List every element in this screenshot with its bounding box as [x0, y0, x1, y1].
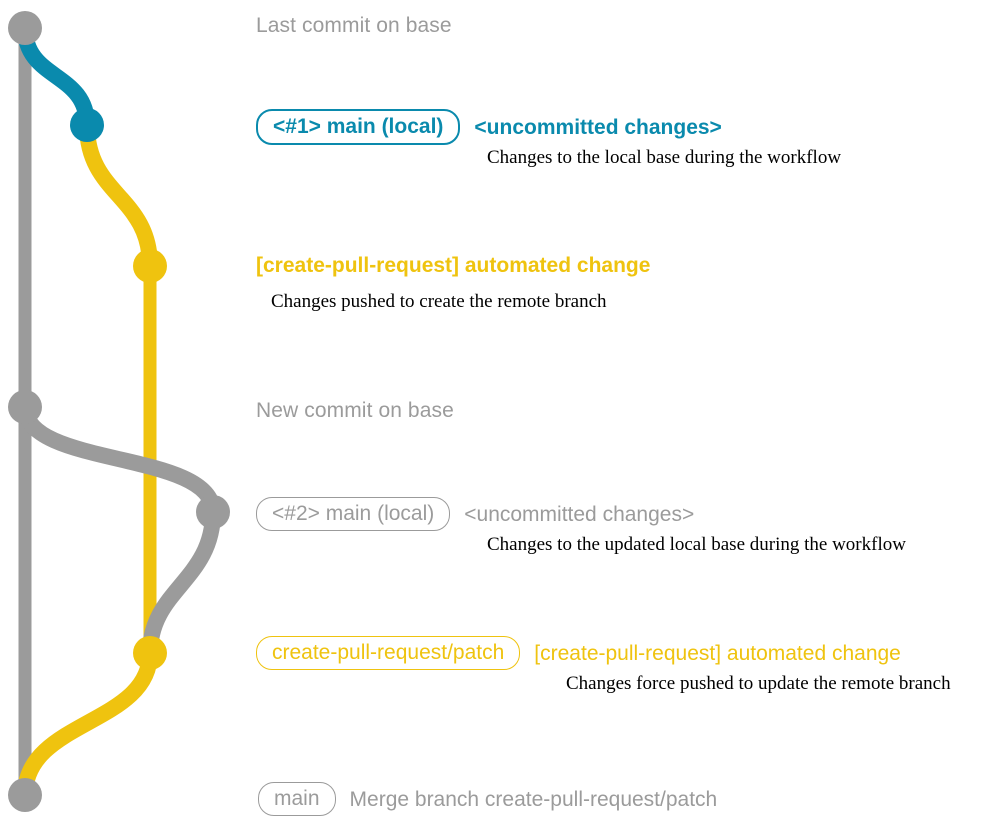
- note-main-local-1: Changes to the local base during the wor…: [487, 147, 842, 168]
- ref-badge-main[interactable]: main: [258, 782, 336, 816]
- commit-node-last-commit-on-base: [8, 11, 42, 45]
- row-main-local-1: <#1> main (local) <uncommitted changes>: [256, 109, 722, 145]
- note-patch-branch: Changes force pushed to update the remot…: [566, 673, 951, 694]
- commit-node-automated-change-1: [133, 249, 167, 283]
- commit-subject-main-local-1: <uncommitted changes>: [474, 115, 722, 139]
- note-automated-change-1: Changes pushed to create the remote bran…: [271, 291, 607, 312]
- ref-badge-main-local-1[interactable]: <#1> main (local): [256, 109, 461, 145]
- commit-subject-patch-branch: [create-pull-request] automated change: [534, 641, 901, 665]
- base-update-edge: [17, 399, 221, 520]
- local-branch-edge: [17, 20, 95, 133]
- git-branch-graph: [8, 11, 230, 812]
- commit-subject-main-local-2: <uncommitted changes>: [464, 502, 695, 526]
- commit-node-main-local-2: [196, 495, 230, 529]
- row-merge-commit: main Merge branch create-pull-request/pa…: [258, 782, 717, 816]
- ref-badge-main-local-2[interactable]: <#2> main (local): [256, 497, 451, 531]
- commit-subject-new-commit-on-base: New commit on base: [256, 399, 454, 422]
- local-to-patch-edge: [142, 504, 221, 661]
- commit-subject-last-commit-on-base: Last commit on base: [256, 14, 452, 37]
- ref-badge-create-pull-request-patch[interactable]: create-pull-request/patch: [256, 636, 521, 670]
- row-patch-branch: create-pull-request/patch [create-pull-r…: [256, 636, 901, 670]
- row-automated-change-1: [create-pull-request] automated change: [256, 255, 650, 276]
- commit-node-new-commit-on-base: [8, 390, 42, 424]
- patch-merge-edge: [17, 645, 158, 803]
- patch-edge-upper: [79, 117, 158, 274]
- commit-node-main-local-1: [70, 108, 104, 142]
- note-main-local-2: Changes to the updated local base during…: [487, 534, 906, 555]
- commit-node-patch-branch: [133, 636, 167, 670]
- commit-subject-automated-change-1: [create-pull-request] automated change: [256, 254, 651, 277]
- row-last-commit-on-base: Last commit on base: [256, 14, 452, 38]
- commit-subject-merge: Merge branch create-pull-request/patch: [349, 787, 718, 811]
- commit-node-merge: [8, 778, 42, 812]
- row-main-local-2: <#2> main (local) <uncommitted changes>: [256, 497, 694, 531]
- row-new-commit-on-base: New commit on base: [256, 399, 454, 423]
